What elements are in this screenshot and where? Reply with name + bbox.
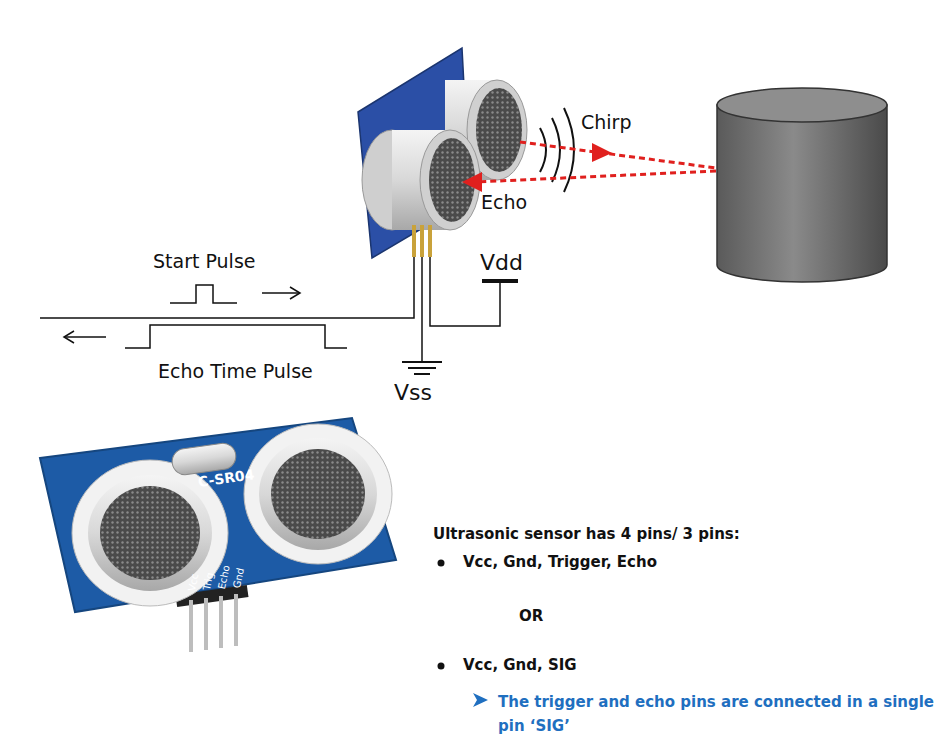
ping-sensor-part (412, 225, 416, 257)
pin-list: Vcc, Gnd, Trigger, Echo (463, 553, 657, 571)
hc-sr04-board-part (100, 486, 200, 580)
wiring-part (421, 257, 423, 362)
hc-sr04-board-part (219, 596, 223, 648)
signal-pulses-part (170, 285, 237, 303)
hc-sr04-board-part (40, 418, 396, 612)
sound-waves-part (540, 128, 546, 172)
ground-label: Vss (394, 380, 432, 405)
target-object (717, 88, 887, 282)
pin-name: Gnd (231, 567, 246, 589)
signal-pulses-part (125, 325, 347, 348)
hc-sr04-board-part (259, 438, 377, 550)
supply-label: Vdd (480, 250, 523, 275)
wiring-part (414, 373, 430, 375)
list-bullets-part (473, 693, 488, 707)
pin-list: Vcc, Gnd, SIG (463, 656, 577, 674)
hc-sr04-board-part (204, 598, 208, 650)
ping-sensor-part (476, 88, 522, 172)
signal-pulses-part (290, 287, 300, 299)
wiring-part (482, 279, 518, 283)
list-bullets-part (438, 663, 445, 670)
signal-pulses-part (64, 331, 74, 343)
board-marking: C-SR04 (197, 466, 255, 490)
pin-name: Echo (216, 564, 232, 590)
list-bullets (438, 560, 489, 708)
pin-name: Trig (201, 572, 215, 592)
hc-sr04-board-part (244, 424, 392, 564)
ping-sensor (358, 48, 527, 258)
hc-sr04-board-part (271, 449, 365, 539)
note-text: OR (519, 607, 543, 625)
pin-name: Vcc (186, 573, 200, 593)
ping-sensor-part (420, 225, 424, 257)
hc-sr04-board (40, 418, 396, 652)
signal-pulses-part (262, 292, 300, 294)
sound-waves-part (552, 118, 560, 182)
hc-sr04-board-part (234, 594, 238, 646)
signal-pulses (64, 285, 347, 348)
ping-sensor-part (428, 225, 432, 257)
target-object-part (717, 105, 887, 282)
ultrasound-rays-part (592, 143, 612, 162)
pulse-label: Start Pulse (153, 250, 256, 272)
note-text: The trigger and echo pins are connected … (498, 690, 938, 738)
pulse-label: Echo Time Pulse (158, 360, 313, 382)
wiring-part (402, 361, 442, 363)
wiring (40, 257, 518, 374)
ultrasound-rays-part (520, 142, 716, 168)
target-object-part (717, 88, 887, 122)
wiring-part (408, 367, 436, 369)
ultrasound-rays (462, 142, 716, 192)
note-heading: Ultrasonic sensor has 4 pins/ 3 pins: (433, 525, 740, 543)
hc-sr04-board-part (189, 600, 193, 652)
signal-label: Chirp (581, 111, 631, 133)
ultrasound-rays-part (476, 171, 716, 182)
ultrasound-rays-part (462, 172, 482, 192)
signal-pulses-part (64, 336, 106, 338)
signal-label: Echo (481, 191, 527, 213)
list-bullets-part (438, 560, 445, 567)
